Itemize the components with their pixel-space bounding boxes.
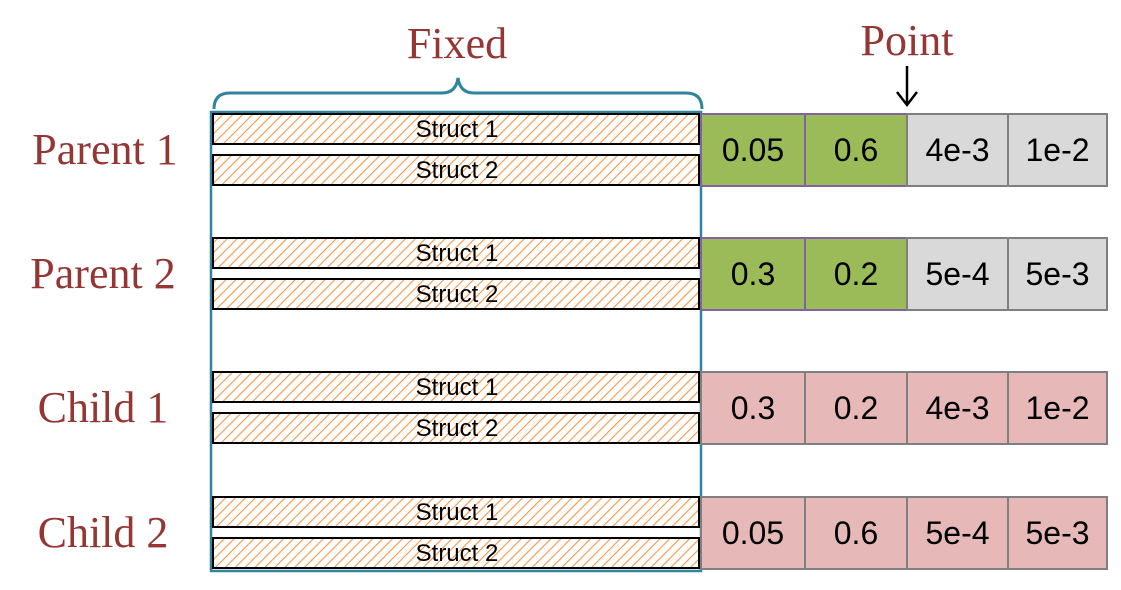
struct-label: Struct 1 xyxy=(416,374,499,401)
param-value: 5e-3 xyxy=(1025,256,1089,292)
param-value: 5e-4 xyxy=(925,256,989,292)
row-4: Child 2 Struct 1 Struct 2 0.05 0.6 5e-4 5e-3 xyxy=(38,496,1108,570)
row-label: Parent 1 xyxy=(32,125,177,174)
struct-bar xyxy=(212,496,700,528)
param-value: 0.05 xyxy=(722,515,784,551)
struct-bar xyxy=(212,371,700,403)
struct-bar xyxy=(212,113,700,145)
point-arrow-icon xyxy=(896,66,918,108)
param-value: 0.05 xyxy=(722,132,784,168)
row-3: Child 1 Struct 1 Struct 2 0.3 0.2 4e-3 1e-2 xyxy=(38,371,1108,445)
struct-label: Struct 2 xyxy=(416,415,499,442)
fixed-region-frame xyxy=(209,110,703,573)
param-value: 0.6 xyxy=(834,132,878,168)
param-cell xyxy=(804,496,908,570)
param-value: 0.2 xyxy=(834,256,878,292)
struct-bar xyxy=(212,537,700,569)
param-cell xyxy=(700,113,806,187)
param-value: 0.6 xyxy=(834,515,878,551)
param-cell xyxy=(700,496,806,570)
param-cell xyxy=(1007,496,1108,570)
struct-bar xyxy=(212,278,700,310)
param-value: 0.2 xyxy=(834,390,878,426)
param-value: 5e-3 xyxy=(1025,515,1089,551)
param-cell xyxy=(1007,113,1108,187)
point-label: Point xyxy=(861,16,954,65)
row-label: Child 2 xyxy=(38,508,169,557)
row-label: Parent 2 xyxy=(30,249,175,298)
row-label: Child 1 xyxy=(38,383,169,432)
struct-label: Struct 1 xyxy=(416,499,499,526)
struct-label: Struct 2 xyxy=(416,281,499,308)
struct-bar xyxy=(212,412,700,444)
struct-label: Struct 2 xyxy=(416,540,499,567)
param-cell xyxy=(700,371,806,445)
param-cell xyxy=(906,237,1009,311)
param-value: 0.3 xyxy=(731,390,775,426)
struct-label: Struct 1 xyxy=(416,240,499,267)
fixed-label: Fixed xyxy=(407,19,507,68)
param-value: 1e-2 xyxy=(1025,132,1089,168)
struct-bar xyxy=(212,154,700,186)
param-cell xyxy=(906,496,1009,570)
param-cell xyxy=(804,113,908,187)
param-value: 0.3 xyxy=(731,256,775,292)
struct-label: Struct 2 xyxy=(416,157,499,184)
fixed-brace xyxy=(212,77,704,110)
row-1: Parent 1 Struct 1 Struct 2 0.05 0.6 4e-3 1e-2 xyxy=(32,113,1108,187)
param-value: 4e-3 xyxy=(925,390,989,426)
row-2: Parent 2 Struct 1 Struct 2 0.3 0.2 5e-4 5e-3 xyxy=(30,237,1108,311)
struct-bar xyxy=(212,237,700,269)
param-value: 5e-4 xyxy=(925,515,989,551)
param-cell xyxy=(804,371,908,445)
param-cell xyxy=(700,237,806,311)
param-value: 1e-2 xyxy=(1025,390,1089,426)
param-cell xyxy=(1007,237,1108,311)
param-cell xyxy=(1007,371,1108,445)
struct-label: Struct 1 xyxy=(416,116,499,143)
param-cell xyxy=(906,371,1009,445)
param-value: 4e-3 xyxy=(925,132,989,168)
